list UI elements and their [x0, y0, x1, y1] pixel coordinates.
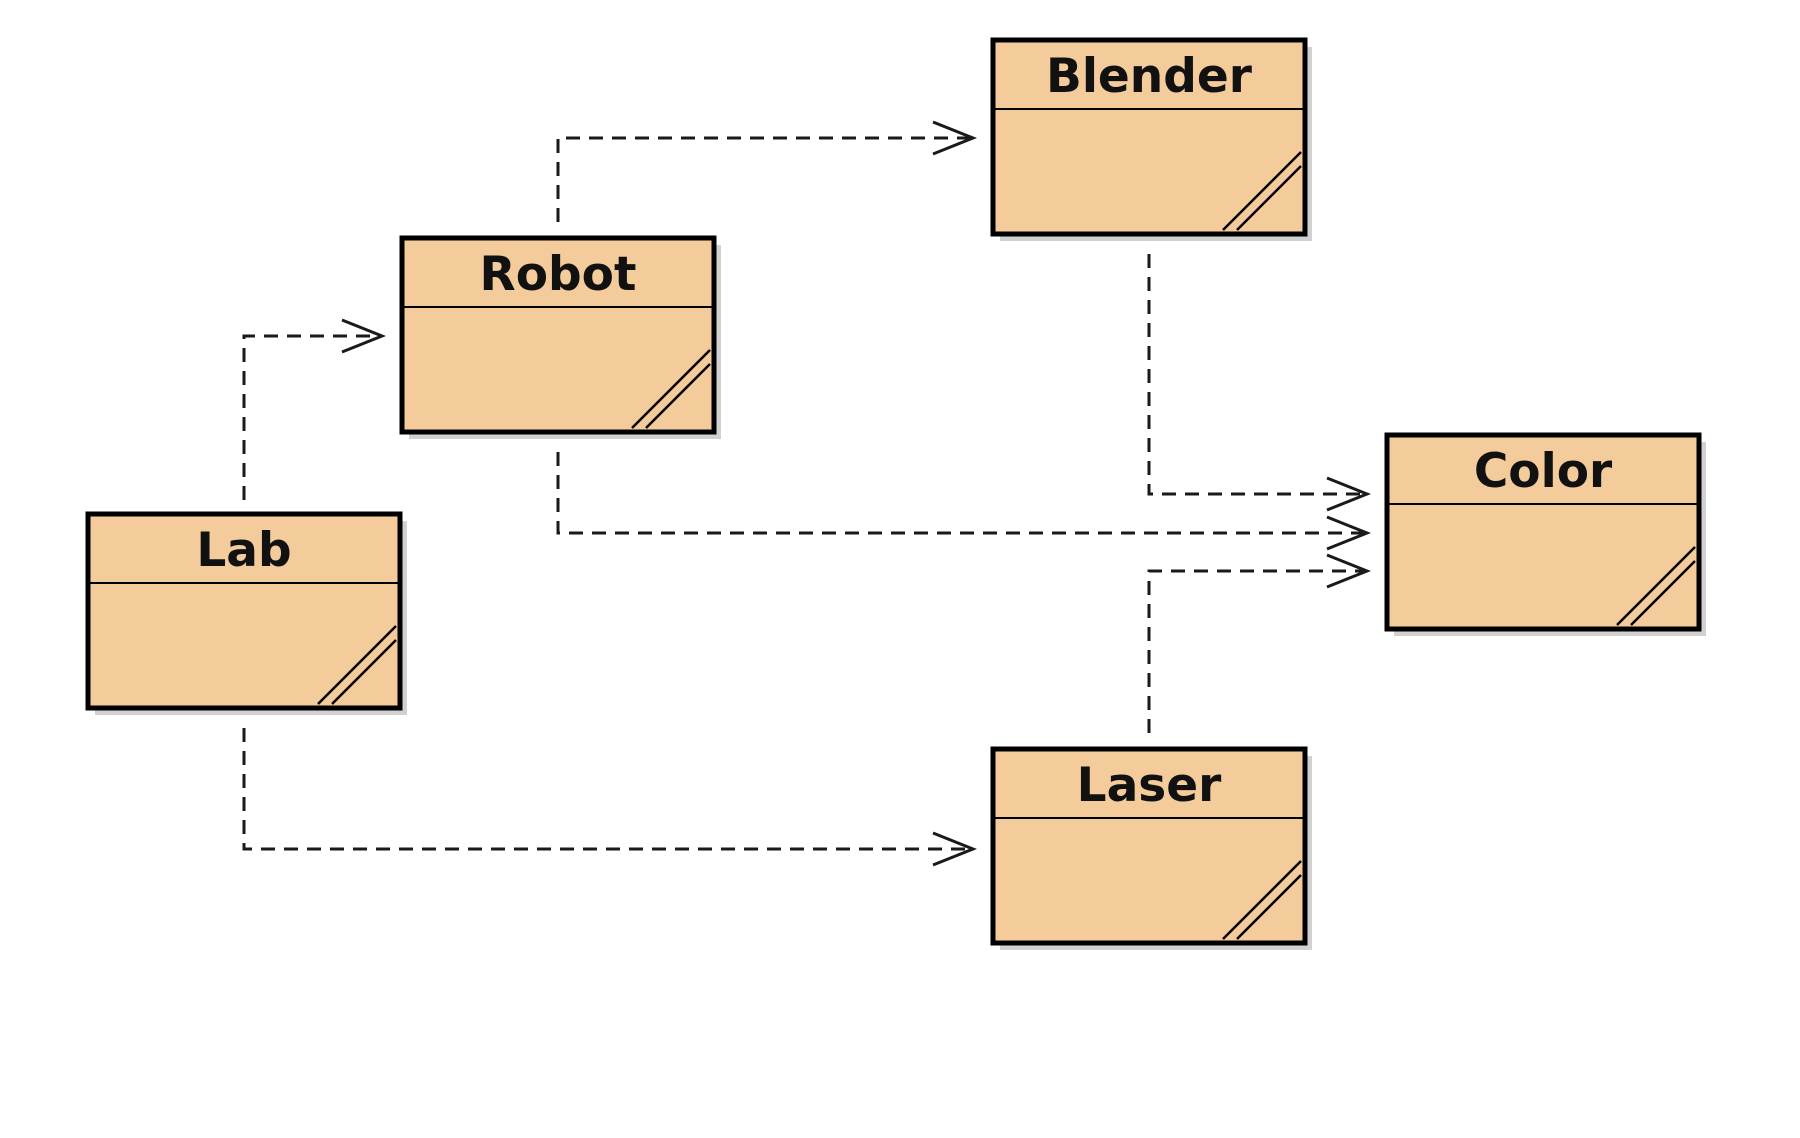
- arrowhead-robot-blender: [932, 120, 978, 156]
- dependency-robot-color: [556, 452, 1372, 551]
- arrowhead-blender-color: [1326, 476, 1372, 512]
- class-corner-mark-icon: [631, 349, 711, 429]
- dependency-laser-color: [1147, 553, 1372, 733]
- dependency-line-robot-color: [556, 452, 1367, 535]
- class-corner-mark-icon: [1222, 860, 1302, 940]
- class-box-blender[interactable]: Blender: [990, 37, 1312, 241]
- class-name-blender: Blender: [1046, 49, 1253, 104]
- arrowhead-lab-laser: [932, 831, 978, 867]
- arrowhead-lab-robot: [341, 318, 387, 354]
- class-corner-mark-icon: [317, 625, 397, 705]
- class-box-robot[interactable]: Robot: [399, 235, 721, 439]
- dependency-line-blender-color: [1147, 254, 1367, 496]
- class-box-laser[interactable]: Laser: [990, 746, 1312, 950]
- class-corner-mark-icon: [1616, 546, 1696, 626]
- arrowhead-laser-color: [1326, 553, 1372, 589]
- dependency-line-laser-color: [1147, 569, 1367, 733]
- class-name-laser: Laser: [1077, 758, 1223, 813]
- dependency-lab-robot: [242, 318, 387, 500]
- dependency-blender-color: [1147, 254, 1372, 512]
- dependency-robot-blender: [556, 120, 978, 222]
- dependency-lab-laser: [242, 728, 978, 867]
- class-box-color[interactable]: Color: [1384, 432, 1706, 636]
- dependency-line-lab-robot: [242, 334, 382, 500]
- class-box-lab[interactable]: Lab: [85, 511, 407, 715]
- dependency-line-lab-laser: [242, 728, 973, 851]
- dependency-edges: [242, 120, 1372, 867]
- class-name-robot: Robot: [480, 247, 637, 302]
- class-name-lab: Lab: [196, 523, 291, 578]
- class-corner-mark-icon: [1222, 151, 1302, 231]
- class-name-color: Color: [1474, 444, 1613, 499]
- dependency-line-robot-blender: [556, 136, 973, 222]
- arrowhead-robot-color: [1326, 515, 1372, 551]
